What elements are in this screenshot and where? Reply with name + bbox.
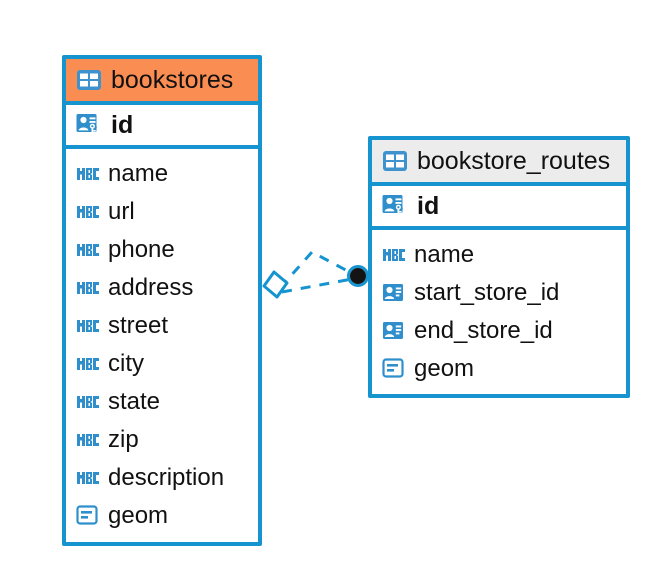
field-row[interactable]: phone [66,231,258,269]
field-label: phone [108,236,175,263]
text-abc-icon [76,395,100,409]
field-row[interactable]: address [66,269,258,307]
relationship-line-upper [278,250,356,289]
field-label: state [108,388,161,415]
entity-table-bookstores[interactable]: bookstores id [62,55,262,546]
entity-header-bookstore-routes[interactable]: bookstore_routes [372,140,626,186]
entity-primary-key-row[interactable]: id [66,105,258,149]
primary-key-label: id [417,191,440,220]
text-abc-icon [76,357,100,371]
field-row[interactable]: state [66,383,258,421]
field-row[interactable]: end_store_id [372,312,626,350]
field-row[interactable]: start_store_id [372,274,626,312]
foreign-key-icon [382,282,406,304]
relationship-target-dot-marker [347,265,369,287]
text-abc-icon [76,433,100,447]
field-row[interactable]: description [66,459,258,497]
field-row[interactable]: name [372,236,626,274]
primary-key-icon [76,113,102,137]
primary-key-label: id [111,110,134,139]
entity-title: bookstores [111,65,234,94]
text-abc-icon [382,248,406,262]
field-row[interactable]: geom [66,497,258,535]
text-abc-icon [76,167,100,181]
field-row[interactable]: name [66,155,258,193]
field-row[interactable]: city [66,345,258,383]
field-row[interactable]: geom [372,350,626,388]
table-grid-icon [382,150,408,172]
entity-field-list: name url [66,149,258,541]
text-abc-icon [76,319,100,333]
text-abc-icon [76,243,100,257]
field-label: end_store_id [414,317,553,344]
text-abc-icon [76,281,100,295]
entity-header-bookstores[interactable]: bookstores [66,59,258,105]
field-label: geom [108,502,169,529]
field-row[interactable]: street [66,307,258,345]
field-row[interactable]: zip [66,421,258,459]
geometry-icon [76,505,100,527]
relationship-source-diamond-marker [262,270,289,299]
geometry-icon [382,358,406,380]
entity-field-list: name start_store_id [372,230,626,394]
field-label: address [108,274,194,301]
foreign-key-icon [382,320,406,342]
field-label: start_store_id [414,279,560,306]
field-row[interactable]: url [66,193,258,231]
table-grid-icon [76,69,102,91]
field-label: url [108,198,135,225]
text-abc-icon [76,205,100,219]
relationship-line-lower [281,277,353,294]
field-label: zip [108,426,139,453]
field-label: street [108,312,169,339]
entity-title: bookstore_routes [417,146,611,175]
text-abc-icon [76,471,100,485]
field-label: geom [414,355,475,382]
primary-key-icon [382,194,408,218]
field-label: description [108,464,225,491]
entity-primary-key-row[interactable]: id [372,186,626,230]
entity-table-bookstore-routes[interactable]: bookstore_routes id [368,136,630,398]
field-label: city [108,350,144,377]
field-label: name [414,241,475,268]
field-label: name [108,160,169,187]
